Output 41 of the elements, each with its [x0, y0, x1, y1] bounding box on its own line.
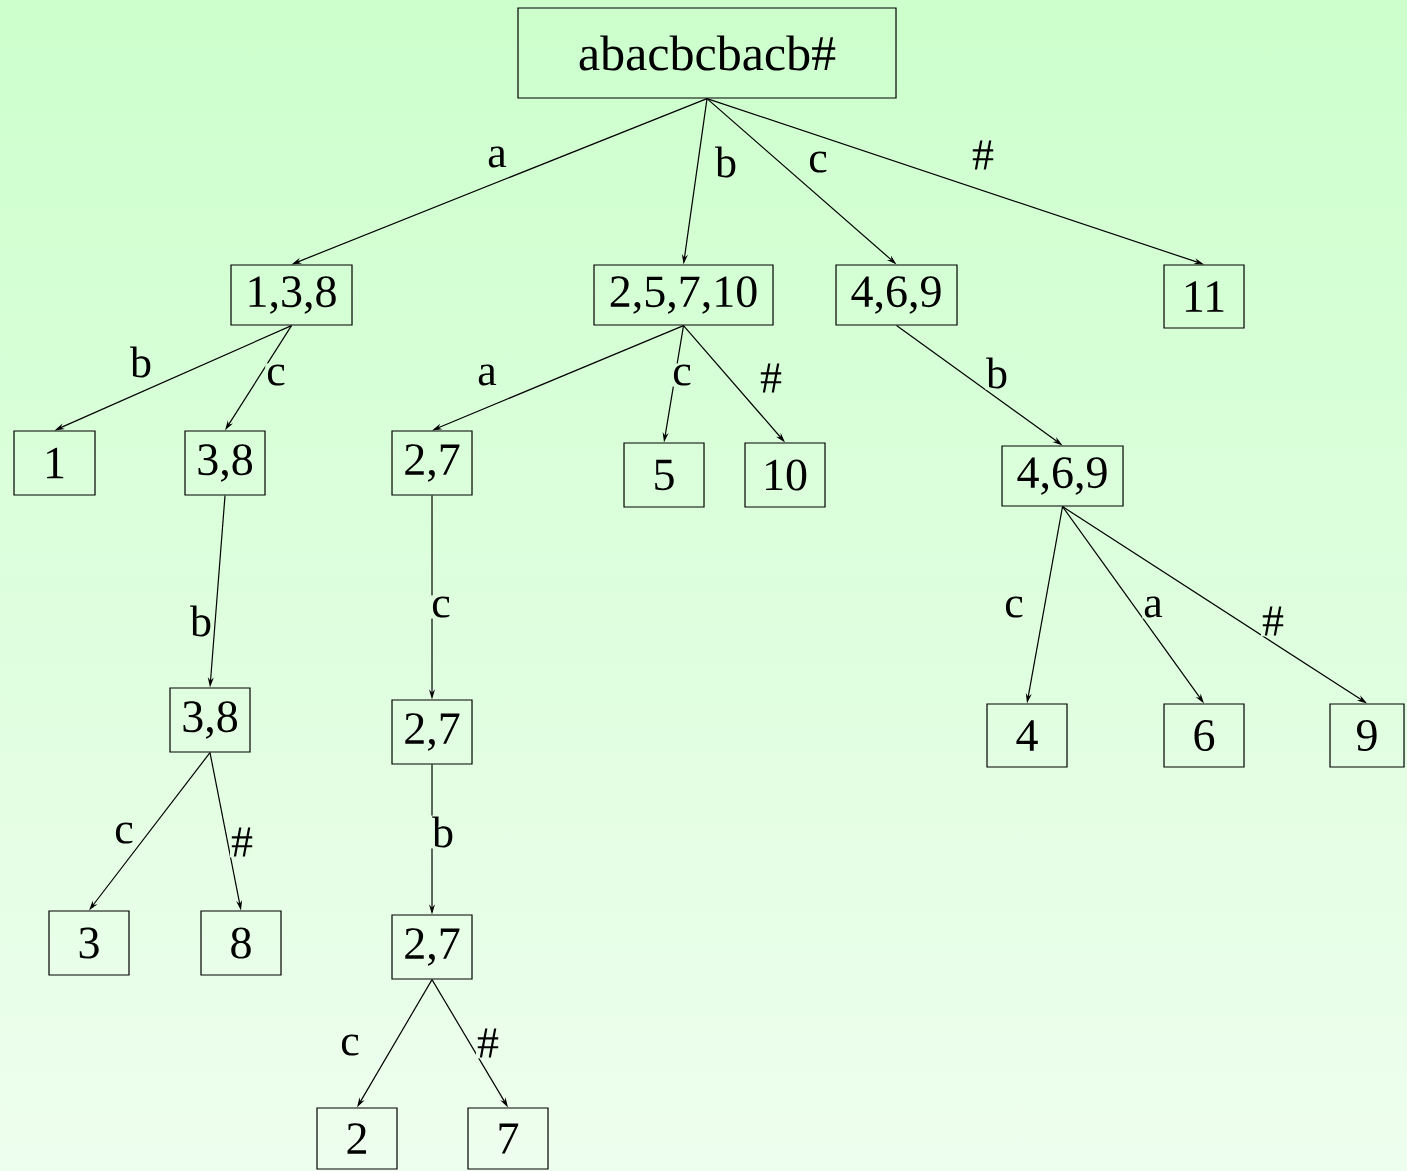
edge-label: # — [759, 362, 783, 394]
edge-label: b — [985, 356, 1009, 390]
tree-node-box: 5 — [623, 442, 705, 508]
tree-node-box: 1 — [13, 430, 96, 496]
tree-node-box: 3 — [48, 910, 130, 976]
edge-label: c — [1003, 595, 1025, 619]
tree-node-box: 6 — [1163, 703, 1245, 768]
tree-node-box: 10 — [744, 442, 826, 508]
tree-node-box: 2 — [316, 1107, 398, 1170]
tree-node-box: 1,3,8 — [230, 264, 353, 326]
edge-label: # — [476, 1027, 500, 1059]
tree-node-box: 3,8 — [169, 687, 251, 753]
tree-node-box: 3,8 — [184, 430, 266, 496]
tree-node-box: 4,6,9 — [1001, 445, 1124, 507]
edge-label: # — [1261, 605, 1285, 637]
edge-label: a — [486, 145, 508, 169]
tree-node-box: 2,7 — [391, 430, 473, 496]
edge-label: c — [339, 1033, 361, 1057]
edge-label: b — [189, 604, 213, 638]
tree-node-box: 4 — [986, 703, 1068, 768]
tree-node-box: 4,6,9 — [835, 264, 958, 326]
edge-label: b — [129, 345, 153, 379]
tree-node-box: 7 — [467, 1107, 549, 1170]
tree-node-box: 8 — [200, 910, 282, 976]
edge-label: b — [431, 815, 455, 849]
edge-label: a — [1142, 595, 1164, 619]
edge-label: c — [430, 595, 452, 619]
edge-label: c — [807, 150, 829, 174]
edge-label: # — [230, 826, 254, 858]
tree-node-box: 2,5,7,10 — [593, 264, 774, 326]
edge-label: a — [476, 363, 498, 387]
tree-node-box: 9 — [1329, 703, 1405, 768]
tree-node-box: 11 — [1163, 264, 1245, 329]
edge-label: c — [671, 363, 693, 387]
tree-node-box: 2,7 — [391, 699, 473, 765]
tree-node-box: abacbcbacb# — [517, 7, 897, 99]
edge-label: c — [265, 363, 287, 387]
tree-node-box: 2,7 — [391, 914, 473, 980]
edge-label: # — [971, 139, 995, 171]
edge-label: b — [714, 145, 738, 179]
edge-label: c — [113, 821, 135, 845]
